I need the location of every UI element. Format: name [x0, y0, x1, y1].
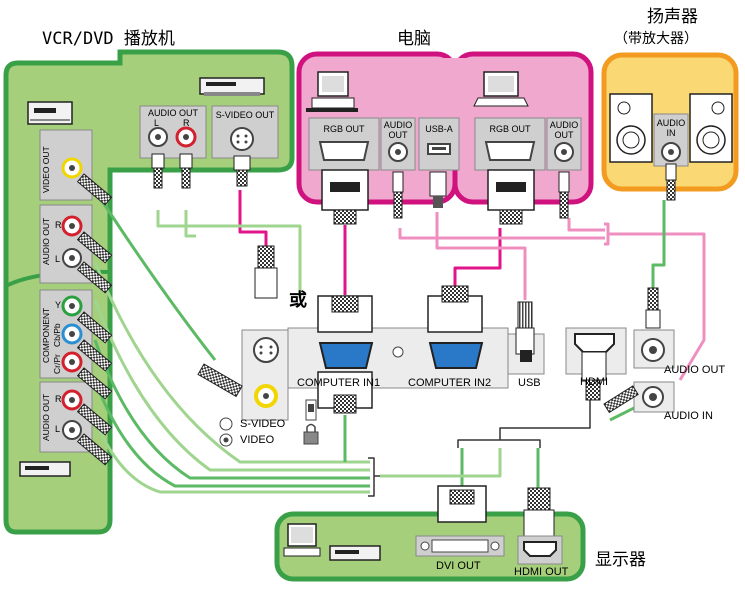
audio-out-label-bottom: AUDIO OUT [41, 393, 51, 441]
y-label: Y [55, 300, 62, 310]
audio-out-r-label-bottom: R [55, 394, 62, 404]
vcr-device-icon [27, 101, 73, 125]
audio-out-r-label-top: R [55, 220, 62, 230]
pc-audio-plug-icons [392, 171, 570, 219]
audio-out-jack-icon [633, 287, 675, 369]
rca-plug-icons [151, 153, 278, 299]
hdmi-out-port-icon [517, 487, 563, 565]
display-audio-cable [380, 448, 502, 478]
audio-out-r-jack-icon [175, 126, 197, 148]
cr-pr-label: Cr/Pr [52, 354, 62, 374]
av-audio-cable-2 [184, 210, 196, 238]
audio-in-label: AUDIO IN [664, 410, 713, 422]
usb-b-port-icon [507, 301, 545, 375]
left-plug-icons [76, 173, 113, 466]
usb-a-port-icon [427, 143, 451, 155]
component-cable-4 [93, 379, 370, 488]
av-audio-out-r-label: R [183, 118, 190, 128]
screw-icon [392, 346, 404, 358]
usb-label: USB [518, 377, 541, 389]
audio-out-label-top: AUDIO OUT [41, 217, 51, 265]
av-audio-out-label: AUDIO OUT [147, 108, 198, 118]
component-label: COMPONENT [41, 307, 51, 363]
computer-in1-label: COMPUTER IN1 [297, 377, 381, 389]
audio-in-bracket [604, 222, 706, 381]
monitor-icon [283, 523, 321, 557]
pc-audio-cable-1 [398, 228, 605, 240]
svideo-video-legend-icon [219, 417, 233, 447]
pc2-rgb-out-label: RGB OUT [489, 124, 531, 134]
speaker-left-icon [609, 93, 653, 163]
speaker-right-icon [689, 93, 733, 163]
desktop-pc-icon [306, 71, 358, 112]
lock-icon [303, 399, 319, 445]
hdmi-out-label: HDMI OUT [514, 566, 569, 578]
player-icon [329, 545, 381, 561]
pc-audio-cable-2 [567, 218, 605, 232]
svideo-label: S-VIDEO [240, 418, 286, 430]
audio-in-jack-icon [603, 381, 675, 414]
hdmi-in-port-icon [565, 327, 627, 401]
pc1-audio-out-label: AUDIO OUT [383, 120, 413, 140]
svideo-out-jack-icon [230, 127, 254, 151]
component-cable-1 [93, 261, 370, 464]
dvi-out-port-icon [415, 485, 505, 557]
usb-cable [435, 212, 527, 300]
left-jack-icons [61, 157, 83, 440]
cb-pb-label: Cb/Pb [52, 323, 62, 347]
vga-port-icons [318, 141, 536, 161]
computer-in2-port-icon [427, 285, 484, 369]
speaker-audio-in-label: AUDIO IN [656, 118, 686, 138]
vga-plug-icons [321, 169, 535, 225]
audio-out-l-jack-icon [148, 127, 168, 147]
pc1-usb-a-label: USB-A [425, 124, 453, 134]
audio-out-l-label-bottom: L [55, 424, 61, 434]
video-out-label: VIDEO OUT [41, 146, 51, 194]
computer-title: 电脑 [397, 29, 431, 49]
or-label: 或 [289, 290, 307, 311]
component-cable-5 [93, 419, 370, 494]
av-audio-cable-1 [156, 210, 302, 298]
dvd-device-icon [199, 77, 265, 96]
computer-in1-port-icon [317, 295, 374, 414]
display-bracket [457, 398, 591, 448]
pc2-audio-out-label: AUDIO OUT [549, 120, 579, 140]
svideo-out-label: S-VIDEO OUT [215, 110, 275, 120]
speaker-audio-in-jack-icon [661, 142, 681, 201]
speaker-subtitle: （带放大器） [614, 31, 698, 47]
speaker-title: 扬声器 [647, 7, 698, 27]
vcr-dvd-title: VCR/DVD 播放机 [42, 29, 175, 49]
av-audio-out-l-label: L [154, 118, 160, 128]
pc1-rgb-out-label: RGB OUT [323, 124, 365, 134]
video-label: VIDEO [240, 434, 275, 446]
component-cable-2 [93, 299, 370, 472]
hdmi-label: HDMI [580, 376, 609, 388]
cables [93, 189, 706, 497]
audio-jack-icons [388, 142, 574, 162]
speaker-cable [651, 200, 666, 300]
audio-out-l-label-top: L [55, 254, 61, 264]
audio-out-label: AUDIO OUT [664, 364, 726, 376]
display-title: 显示器 [595, 550, 646, 570]
svideo-in-port-icon [197, 329, 289, 421]
laptop-icon [473, 71, 529, 107]
computer-in2-label: COMPUTER IN2 [408, 377, 492, 389]
dvd-device-icon-bottom [19, 461, 71, 477]
video-cable [93, 189, 217, 361]
dvi-out-label: DVI OUT [436, 560, 481, 572]
